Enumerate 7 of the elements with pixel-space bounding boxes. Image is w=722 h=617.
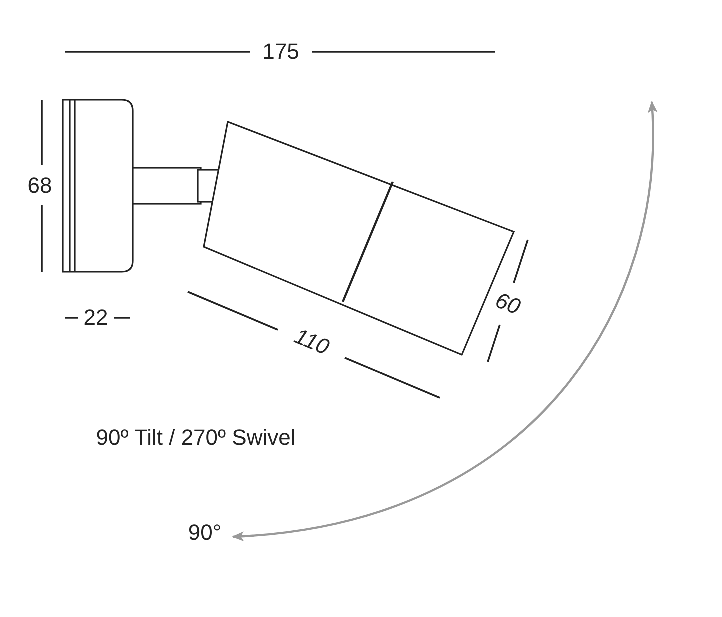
angle-note: 90º Tilt / 270º Swivel: [96, 427, 296, 449]
angle-label: 90°: [188, 522, 222, 544]
dimension-label: 22: [84, 307, 108, 329]
dimension-label: 110: [292, 325, 332, 359]
dimension-label: 60: [492, 289, 524, 319]
dimension-label: 68: [28, 175, 52, 197]
dimension-label: 175: [262, 41, 300, 63]
